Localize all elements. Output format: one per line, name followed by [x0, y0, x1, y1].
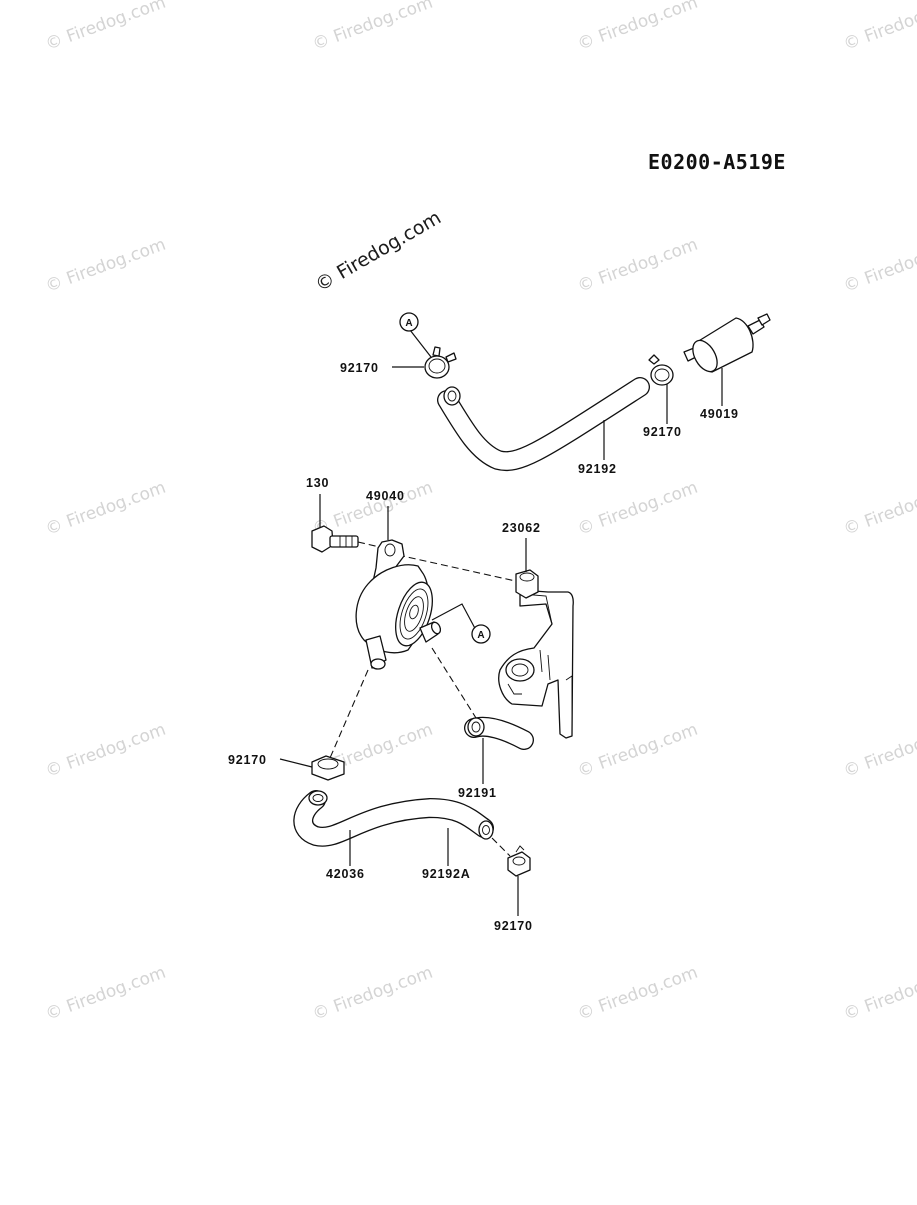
label-fuel-filter: 49019 [700, 407, 739, 421]
callout-a-upper: A [399, 312, 419, 332]
clamp-upper-left [424, 346, 457, 379]
part-labels: 92170 92170 92192 49019 130 49040 23062 … [228, 361, 739, 933]
watermark-prominent: © Firedog.com [312, 207, 445, 297]
label-hose-short: 92191 [458, 786, 497, 800]
bolt [311, 525, 359, 553]
fuel-pump [355, 539, 442, 670]
watermark-text: © Firedog.com [575, 963, 701, 1025]
clamp-lower-right [491, 837, 531, 877]
label-hose-upper: 92192 [578, 462, 617, 476]
fuel-filter [683, 313, 771, 373]
leader-lines-middle [319, 494, 527, 784]
callout-letter: A [405, 318, 412, 329]
label-hose-lower: 42036 [326, 867, 365, 881]
callout-letter: A [477, 630, 484, 641]
label-hose-lower-a: 92192A [422, 867, 471, 881]
watermark-text: © Firedog.com [43, 235, 169, 297]
watermark-text: © Firedog.com [310, 963, 436, 1025]
label-clamp-lower-left: 92170 [228, 753, 267, 767]
label-clamp-lower-right: 92170 [494, 919, 533, 933]
hose-lower [293, 790, 494, 847]
leader-lines-lower [279, 758, 519, 916]
hose-upper [437, 377, 650, 471]
label-fuel-pump: 49040 [366, 489, 405, 503]
clamp-lower-left [311, 755, 345, 781]
watermark-text: © Firedog.com [43, 478, 169, 540]
label-grommet: 23062 [502, 521, 541, 535]
watermark-text: © Firedog.com [841, 720, 917, 782]
watermark-text: © Firedog.com [43, 720, 169, 782]
watermark-text: © Firedog.com [841, 0, 917, 55]
hose-short [464, 716, 534, 750]
mounting-bracket [498, 569, 574, 739]
watermark-text: © Firedog.com [310, 0, 436, 55]
watermark-text: © Firedog.com [43, 0, 169, 55]
watermark-text: © Firedog.com [841, 963, 917, 1025]
watermark-text: © Firedog.com [841, 235, 917, 297]
watermark-text: © Firedog.com [575, 720, 701, 782]
watermark-text: © Firedog.com [43, 963, 169, 1025]
label-bolt: 130 [306, 476, 329, 490]
callout-a-middle: A [431, 603, 491, 644]
watermark-text: © Firedog.com [575, 0, 701, 55]
label-clamp-upper-right: 92170 [643, 425, 682, 439]
watermark-text: © Firedog.com [575, 235, 701, 297]
diagram-code: E0200-A519E [648, 150, 786, 174]
label-clamp-upper-left: 92170 [340, 361, 379, 375]
clamp-upper-right [648, 354, 674, 386]
leader-lines-upper [392, 329, 723, 460]
watermark-text: © Firedog.com [841, 478, 917, 540]
watermark-text: © Firedog.com [575, 478, 701, 540]
